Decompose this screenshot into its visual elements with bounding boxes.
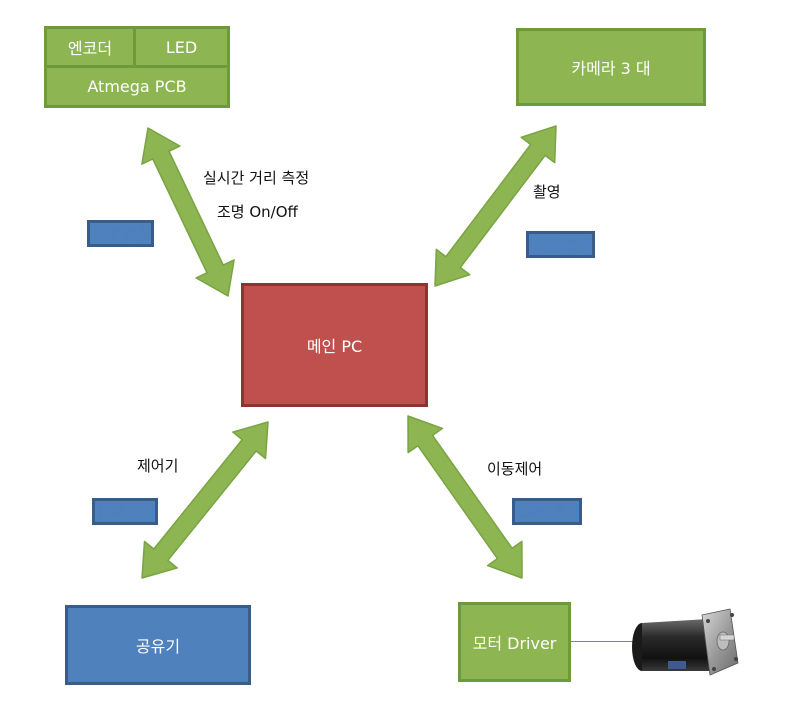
- router-edge-protocol: TCP 통신: [92, 498, 159, 525]
- atmega-edge-protocol: 232 통신: [87, 220, 154, 247]
- motor-edge-protocol: CAN 통신: [512, 498, 583, 525]
- motor-image: [632, 608, 739, 676]
- encoder-box: 엔코더: [44, 26, 136, 68]
- led-label: LED: [165, 37, 198, 57]
- camera-edge-protocol: USB 통신: [526, 231, 596, 258]
- camera-edge-line1: 촬영: [533, 183, 561, 201]
- arrow-atmega-mainpc: [141, 127, 235, 297]
- atmega-pcb-box: Atmega PCB: [44, 65, 230, 108]
- main-pc-label: 메인 PC: [306, 337, 363, 356]
- camera-label: 카메라 3 대: [571, 59, 651, 78]
- router-edge-line1: 제어기: [137, 457, 179, 475]
- atmega-pcb-label: Atmega PCB: [87, 77, 187, 96]
- led-box: LED: [133, 26, 230, 68]
- motor-driver-box: 모터 Driver: [458, 602, 571, 682]
- arrow-motor-mainpc: [407, 415, 523, 579]
- router-box: 공유기: [65, 605, 251, 685]
- motor-connector-line: [571, 641, 633, 642]
- motor-driver-label: 모터 Driver: [472, 634, 557, 653]
- router-label: 공유기: [135, 637, 181, 656]
- motor-edge-line1: 이동제어: [487, 460, 543, 478]
- arrow-camera-mainpc: [434, 125, 557, 287]
- main-pc-box: 메인 PC: [241, 283, 428, 407]
- encoder-label: 엔코더: [67, 39, 113, 58]
- atmega-edge-line2: 조명 On/Off: [217, 203, 298, 221]
- atmega-edge-line1: 실시간 거리 측정: [203, 169, 310, 187]
- arrow-router-mainpc: [141, 421, 269, 579]
- camera-box: 카메라 3 대: [516, 28, 706, 106]
